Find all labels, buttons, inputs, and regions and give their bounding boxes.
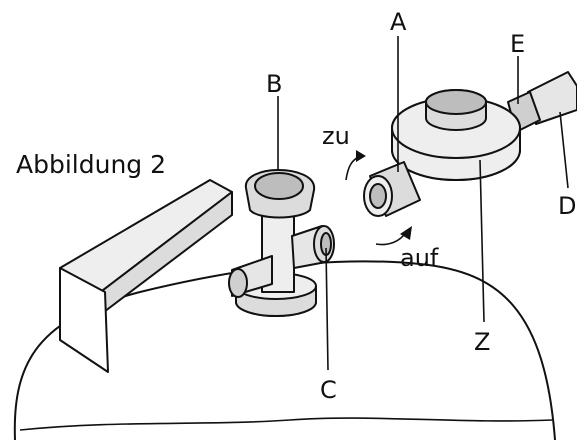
leader-d bbox=[559, 111, 569, 189]
label-z: Z bbox=[474, 328, 490, 356]
label-e: E bbox=[510, 30, 525, 58]
arrow-zu-head bbox=[356, 150, 366, 162]
label-a: A bbox=[390, 8, 407, 36]
bottle-valve bbox=[228, 169, 335, 317]
label-zu: zu bbox=[322, 122, 350, 150]
leader-lines bbox=[277, 36, 569, 371]
label-b: B bbox=[266, 70, 282, 98]
label-d: D bbox=[558, 192, 576, 220]
label-auf: auf bbox=[400, 244, 439, 272]
rotation-arrows bbox=[345, 150, 412, 246]
arrow-auf-head bbox=[400, 226, 412, 240]
leader-z bbox=[479, 159, 485, 323]
bottle-bracket bbox=[59, 179, 233, 373]
leader-c bbox=[325, 247, 329, 371]
label-c: C bbox=[320, 376, 337, 404]
pressure-regulator bbox=[363, 71, 577, 217]
figure-caption: Abbildung 2 bbox=[16, 150, 166, 179]
